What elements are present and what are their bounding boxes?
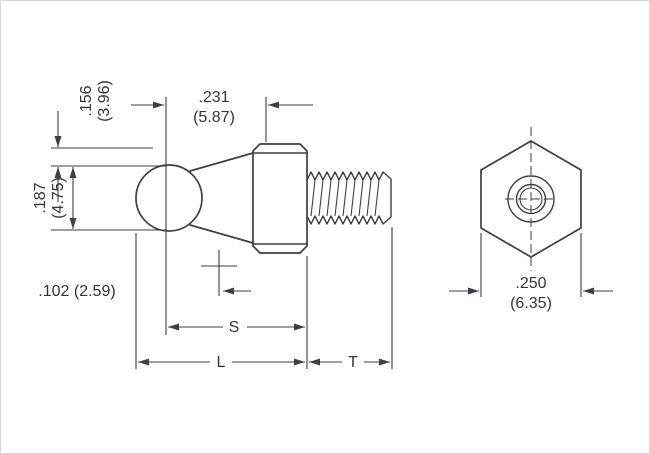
label-s: S xyxy=(229,319,240,336)
label-102: .102 (2.59) xyxy=(38,283,115,300)
label-250-metric: (6.35) xyxy=(510,295,552,312)
taper-lines xyxy=(189,152,254,244)
thread-outline xyxy=(306,171,392,225)
extension-line-set xyxy=(51,97,582,369)
thread-helix-lines xyxy=(310,179,380,217)
label-t: T xyxy=(348,354,358,371)
label-187-inches: .187 xyxy=(32,182,49,213)
label-l: L xyxy=(217,354,226,371)
label-156-inches: .156 xyxy=(78,85,95,116)
center-mark xyxy=(201,250,237,296)
label-231-inches: .231 xyxy=(198,89,229,106)
dimension-arrows xyxy=(54,101,613,366)
end-view xyxy=(480,127,582,271)
label-250-inches: .250 xyxy=(515,275,546,292)
side-view xyxy=(135,143,392,296)
label-187-metric: (4.75) xyxy=(50,177,67,219)
label-156-metric: (3.96) xyxy=(96,80,113,122)
label-231-metric: (5.87) xyxy=(193,109,235,126)
extension-lines xyxy=(51,97,582,369)
ball-outline xyxy=(135,164,203,232)
hex-flange-outline xyxy=(252,143,308,254)
dimension-labels: .156 (3.96) .231 (5.87) .187 (4.75) .102… xyxy=(32,80,552,371)
hex-flange-facets xyxy=(253,152,307,245)
